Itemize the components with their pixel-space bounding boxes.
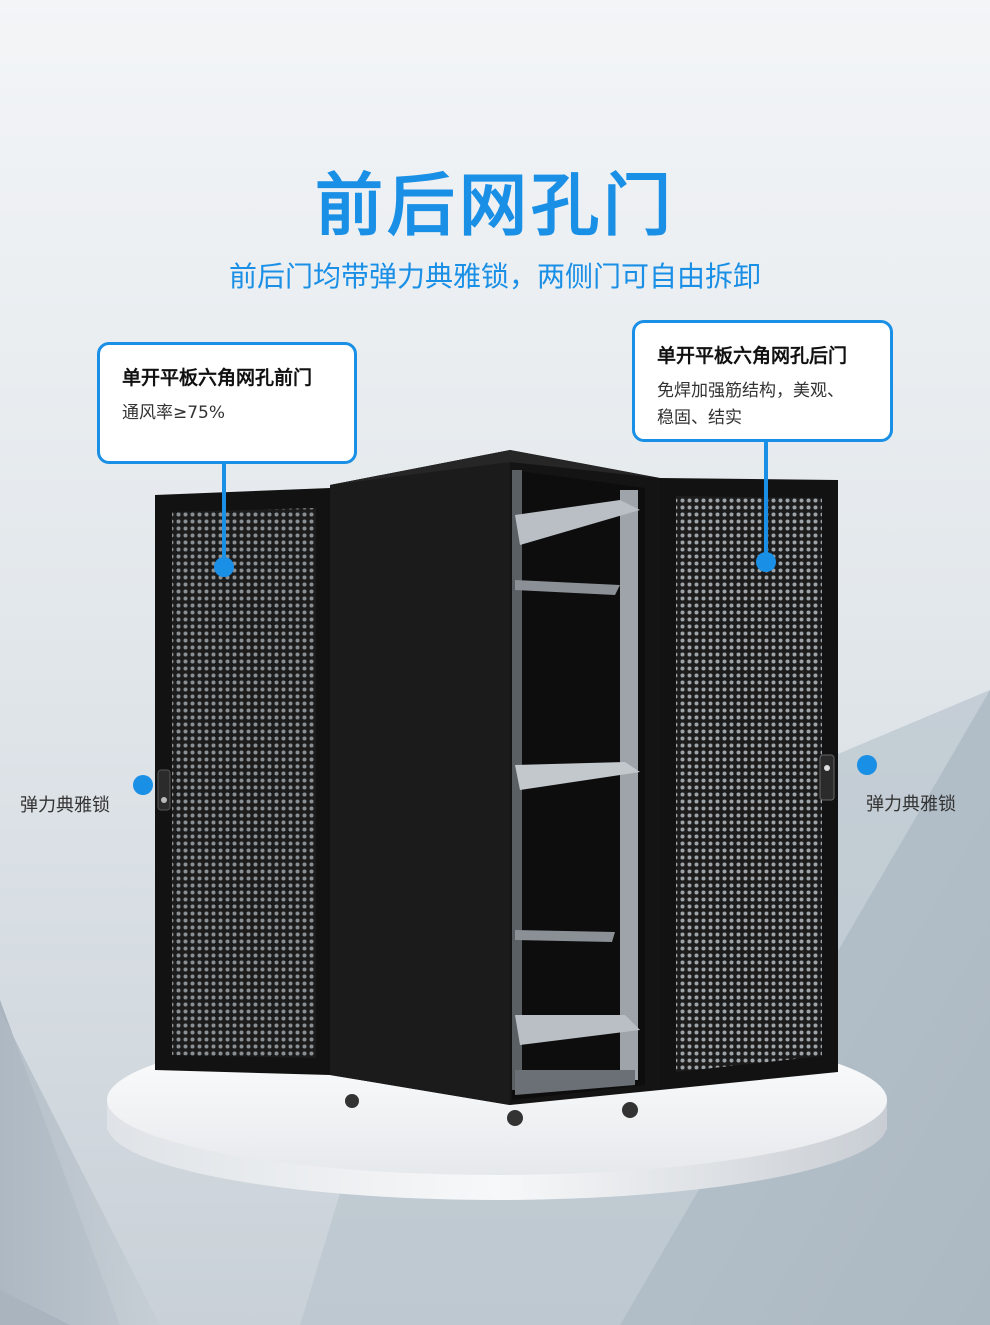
- lock-left-label: 弹力典雅锁: [20, 795, 110, 816]
- lock-right-marker-dot: [857, 755, 877, 775]
- rear-door: [660, 478, 838, 1090]
- rear-door-callout: 单开平板六角网孔后门 免焊加强筋结构，美观、 稳固、结实: [632, 320, 893, 442]
- front-door-connector: [222, 464, 226, 564]
- rear-door-connector: [764, 442, 768, 557]
- rear-door-marker-dot: [756, 552, 776, 572]
- rear-door-callout-desc-1: 免焊加强筋结构，美观、: [657, 381, 844, 401]
- rear-door-callout-title: 单开平板六角网孔后门: [657, 345, 848, 367]
- front-door-callout-desc: 通风率≥75%: [122, 403, 226, 423]
- front-door: [155, 488, 330, 1075]
- page-title: 前后网孔门: [314, 167, 675, 246]
- lock-right-label: 弹力典雅锁: [866, 794, 956, 815]
- front-door-callout-title: 单开平板六角网孔前门: [122, 367, 313, 389]
- rear-door-callout-desc-2: 稳固、结实: [657, 408, 742, 428]
- cabinet: [330, 450, 660, 1126]
- page-subtitle: 前后门均带弹力典雅锁，两侧门可自由拆卸: [228, 260, 761, 293]
- lock-left-marker-dot: [133, 775, 153, 795]
- front-door-marker-dot: [214, 557, 234, 577]
- front-door-callout: 单开平板六角网孔前门 通风率≥75%: [97, 342, 357, 464]
